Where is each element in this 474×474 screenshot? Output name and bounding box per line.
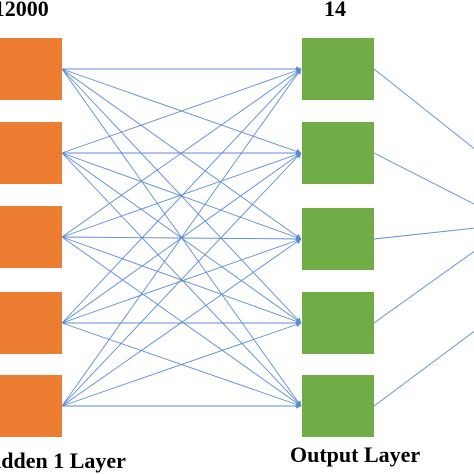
hidden-layer-nodes — [0, 38, 62, 437]
connection-line — [61, 68, 302, 407]
connection-line — [61, 68, 302, 240]
output-node — [302, 208, 374, 270]
connection-line — [61, 68, 302, 238]
connection-line — [61, 236, 302, 407]
output-node — [302, 375, 374, 437]
hidden-layer-title: Hidden 1 Layer — [0, 448, 126, 473]
hidden-node — [0, 206, 62, 268]
output-to-next-connections — [373, 68, 474, 407]
hidden-layer-count: 112000 — [0, 0, 49, 21]
connection-line — [61, 68, 302, 154]
connection-line — [61, 322, 302, 407]
connection-line — [61, 68, 302, 324]
connection-line — [61, 152, 302, 407]
output-layer-title: Output Layer — [290, 442, 421, 467]
connection-line — [61, 238, 302, 324]
hidden-to-output-connections — [61, 66, 302, 409]
connection-line — [373, 250, 474, 324]
connection-line — [61, 152, 302, 238]
hidden-node — [0, 38, 62, 100]
output-node — [302, 292, 374, 354]
connection-line — [373, 227, 474, 240]
connection-line — [373, 152, 474, 205]
hidden-node — [0, 375, 62, 437]
output-layer-nodes — [302, 38, 374, 437]
connection-line — [373, 330, 474, 407]
hidden-node — [0, 122, 62, 184]
output-node — [302, 122, 374, 184]
output-node — [302, 38, 374, 100]
output-layer-count: 14 — [324, 0, 346, 21]
connection-line — [61, 238, 302, 407]
hidden-node — [0, 292, 62, 354]
connection-line — [373, 68, 474, 149]
